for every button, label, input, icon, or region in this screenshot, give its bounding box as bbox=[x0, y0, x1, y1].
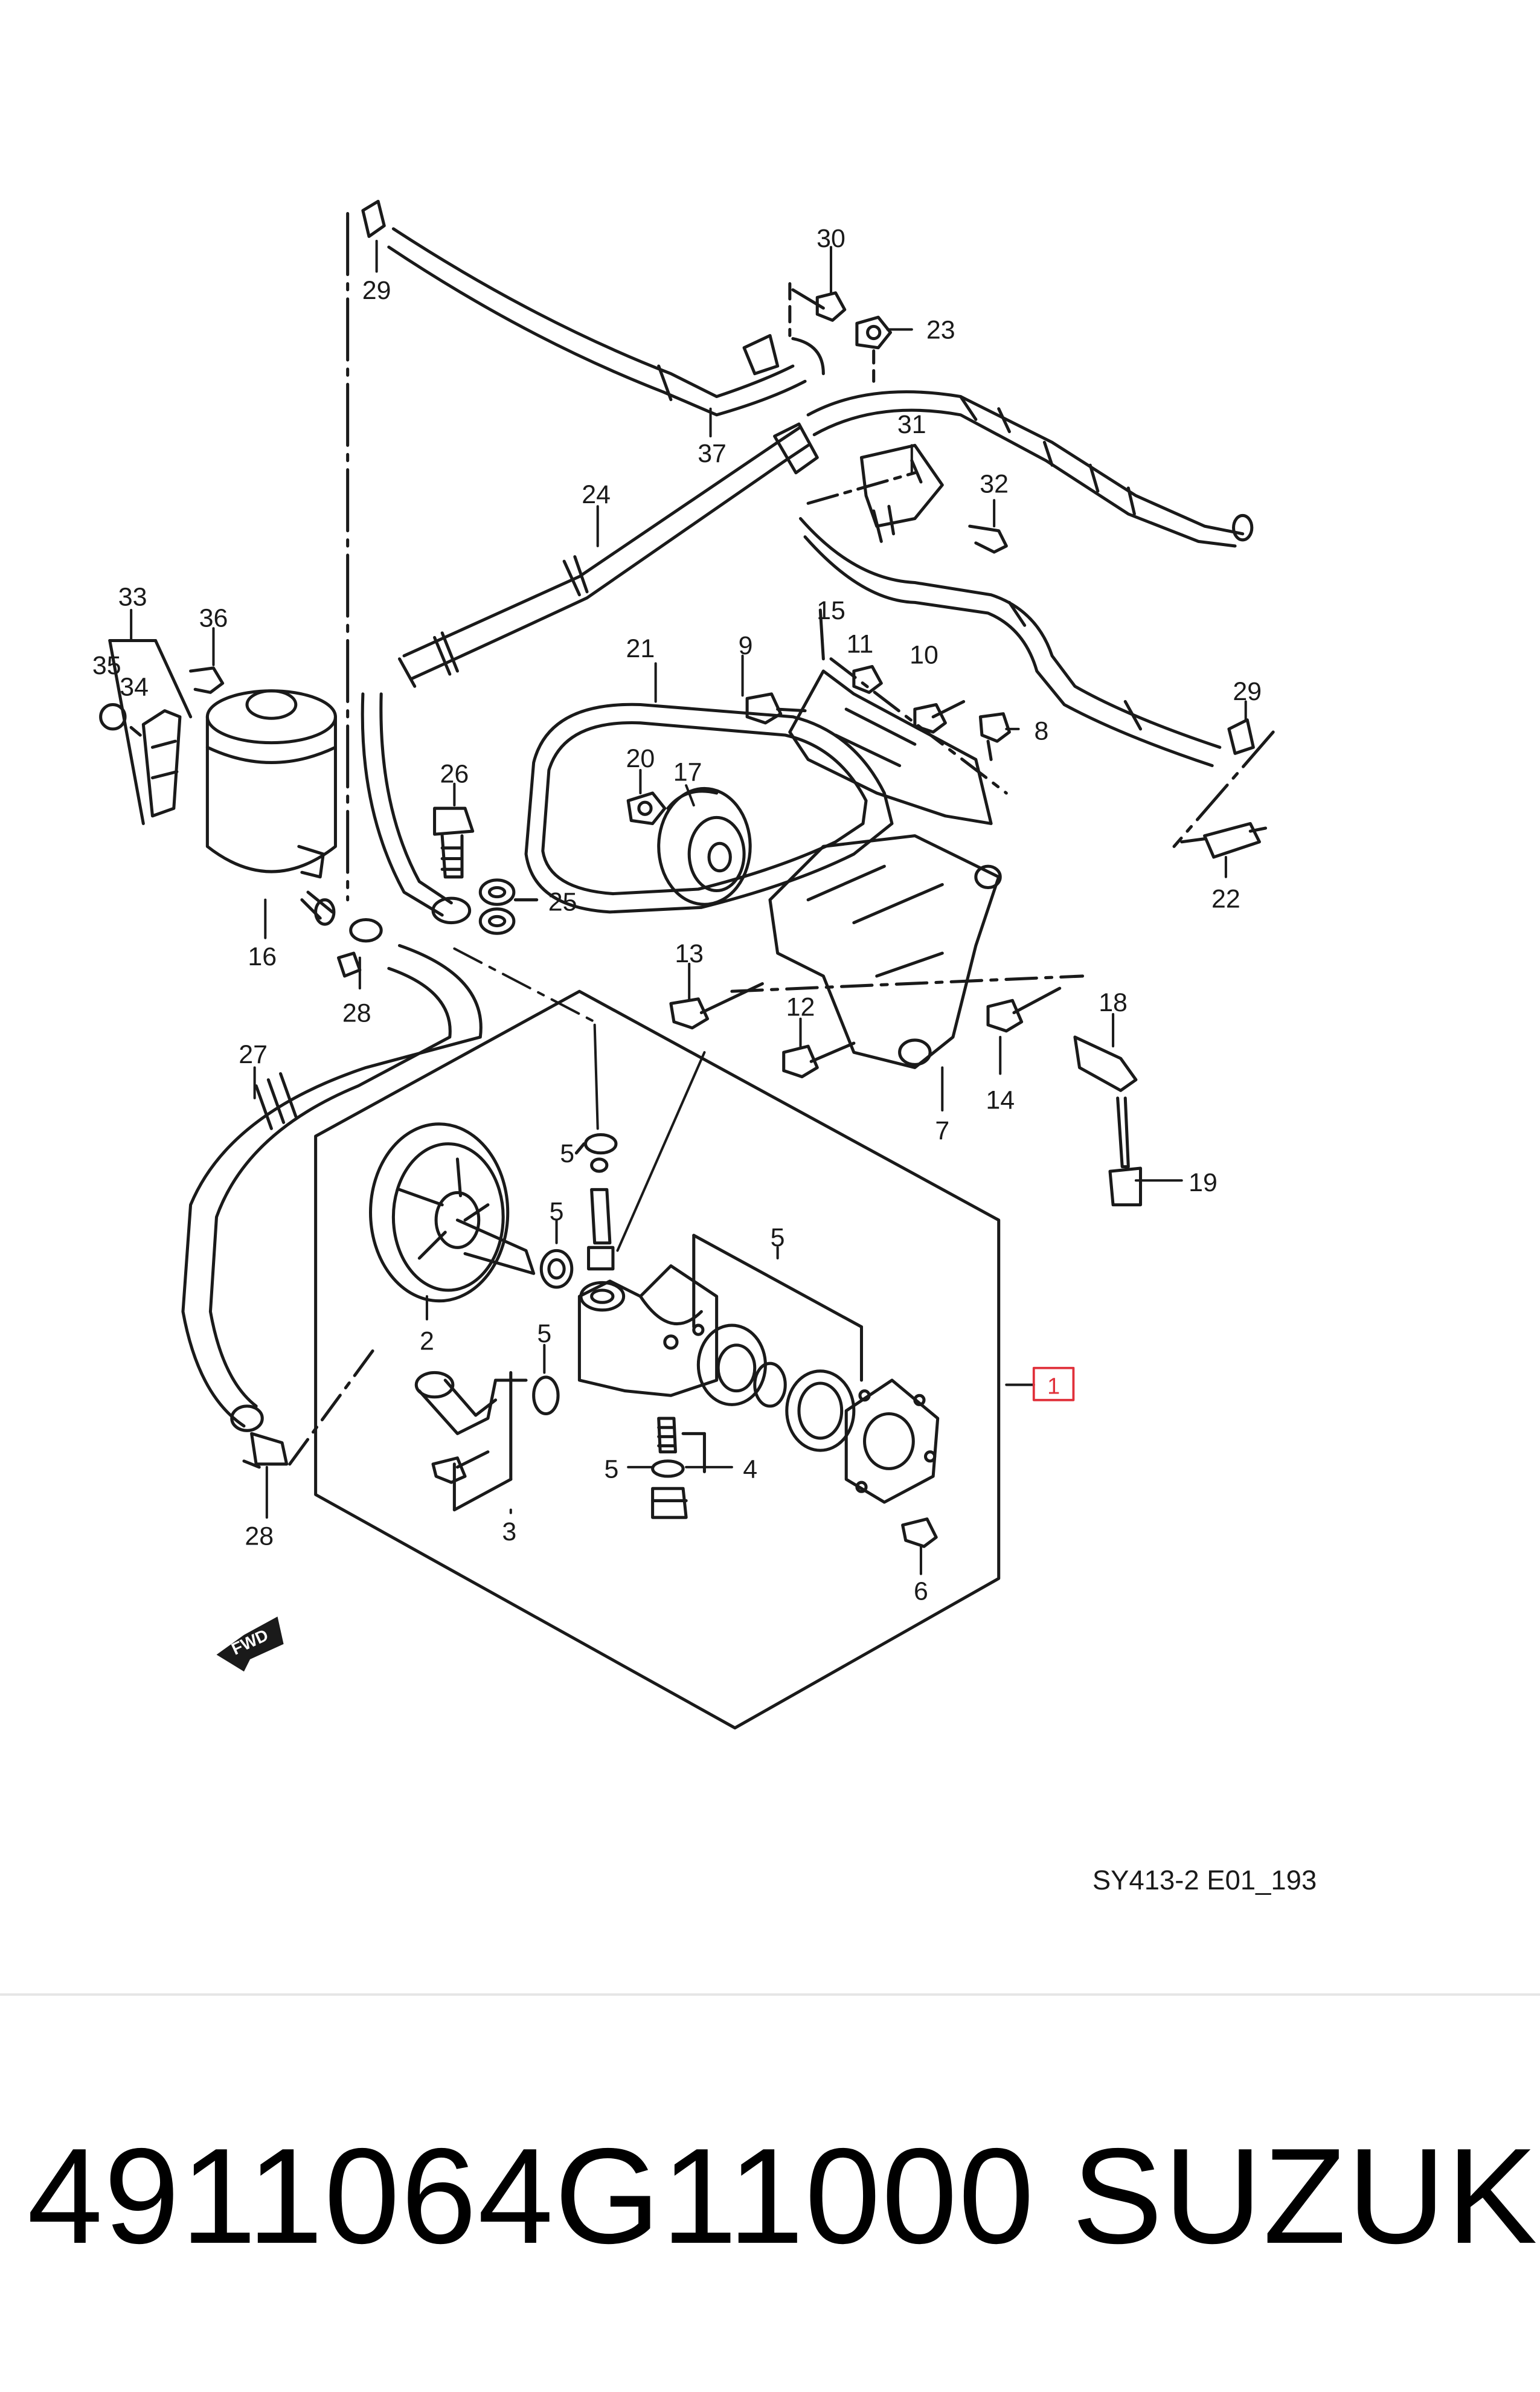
pump-pulley-2 bbox=[368, 1122, 574, 1303]
callout-22[interactable]: 22 bbox=[1211, 884, 1240, 913]
callout-3[interactable]: 3 bbox=[502, 1517, 516, 1546]
pump-body bbox=[577, 1264, 719, 1397]
pump-mount-bracket-7 bbox=[669, 834, 1143, 1207]
callout-2[interactable]: 2 bbox=[420, 1326, 434, 1355]
callout-15[interactable]: 15 bbox=[817, 596, 845, 625]
callout-31[interactable]: 31 bbox=[897, 410, 926, 439]
callout-33[interactable]: 33 bbox=[118, 582, 147, 611]
callout-36[interactable]: 36 bbox=[199, 604, 228, 633]
drive-belt-21 bbox=[524, 702, 894, 914]
parts-diagram-panel: FWD 30 23 29 37 31 32 24 33 36 35 34 15 … bbox=[92, 199, 1317, 1896]
callout-5-upper[interactable]: 5 bbox=[560, 1139, 574, 1168]
callout-5-key[interactable]: 5 bbox=[550, 1197, 564, 1226]
drawing-code: SY413-2 E01_193 bbox=[1092, 1865, 1317, 1895]
cartridge-kit bbox=[692, 1233, 864, 1452]
reservoir-tank bbox=[205, 689, 337, 926]
callout-37[interactable]: 37 bbox=[698, 439, 727, 468]
callout-9[interactable]: 9 bbox=[739, 631, 753, 660]
callout-19[interactable]: 19 bbox=[1189, 1168, 1218, 1197]
callout-5-kit[interactable]: 5 bbox=[771, 1223, 785, 1252]
callout-29-top[interactable]: 29 bbox=[362, 276, 391, 305]
suction-connector-3 bbox=[414, 1371, 560, 1512]
leader-lines bbox=[130, 239, 1247, 1575]
union-bolt-26 bbox=[433, 806, 475, 879]
hose-clamp-29-right bbox=[1172, 718, 1275, 848]
forward-arrow-icon: FWD bbox=[216, 1616, 284, 1672]
high-pressure-hose-right bbox=[806, 390, 1254, 548]
part-number-caption: 4911064G11000 bbox=[27, 2120, 1036, 2272]
flow-control-valve-4 bbox=[651, 1416, 706, 1519]
callout-1[interactable]: 1 bbox=[1047, 1374, 1060, 1400]
return-pipe-right bbox=[798, 516, 1222, 768]
callout-18[interactable]: 18 bbox=[1099, 988, 1128, 1017]
pump-bracket-15 bbox=[745, 608, 1011, 825]
power-steering-exploded-diagram: FWD 30 23 29 37 31 32 24 33 36 35 34 15 … bbox=[92, 199, 1317, 1895]
callout-29-right[interactable]: 29 bbox=[1233, 677, 1262, 706]
callout-10[interactable]: 10 bbox=[910, 640, 938, 669]
callout-8[interactable]: 8 bbox=[1034, 717, 1048, 746]
callout-32[interactable]: 32 bbox=[980, 470, 1009, 499]
callout-13[interactable]: 13 bbox=[675, 939, 704, 968]
hose-clamp-29-top bbox=[346, 199, 386, 902]
callout-27[interactable]: 27 bbox=[239, 1040, 268, 1069]
callout-35[interactable]: 35 bbox=[92, 651, 121, 680]
callout-12[interactable]: 12 bbox=[786, 993, 815, 1022]
pump-rear-cover bbox=[844, 1378, 940, 1548]
callout-21[interactable]: 21 bbox=[626, 634, 655, 663]
pressure-pipe-24 bbox=[361, 422, 819, 925]
pressure-switch-22 bbox=[1180, 821, 1268, 859]
callout-20[interactable]: 20 bbox=[626, 744, 655, 773]
callout-25[interactable]: 25 bbox=[548, 887, 577, 916]
callout-24[interactable]: 24 bbox=[582, 480, 611, 509]
gasket-25 bbox=[478, 878, 539, 935]
callout-6[interactable]: 6 bbox=[914, 1577, 928, 1606]
callout-30[interactable]: 30 bbox=[817, 224, 845, 253]
callout-14[interactable]: 14 bbox=[986, 1086, 1015, 1115]
suction-hose-27 bbox=[181, 944, 483, 1432]
pipe-bracket-31 bbox=[806, 443, 1008, 554]
callout-23[interactable]: 23 bbox=[926, 316, 955, 345]
panel-divider bbox=[0, 1993, 1540, 1996]
callout-labels: 30 23 29 37 31 32 24 33 36 35 34 15 11 1… bbox=[92, 224, 1262, 1606]
brand-caption: SUZUKI bbox=[1072, 2120, 1540, 2272]
hose-clamp-28-lower bbox=[242, 1348, 376, 1469]
bolt-30 bbox=[788, 282, 847, 338]
callout-28-upper[interactable]: 28 bbox=[342, 999, 371, 1028]
callout-16[interactable]: 16 bbox=[248, 942, 277, 971]
callout-11[interactable]: 11 bbox=[847, 630, 874, 659]
callout-4[interactable]: 4 bbox=[743, 1455, 757, 1484]
reservoir-bracket bbox=[99, 638, 225, 825]
idler-pulley-17 bbox=[657, 786, 752, 906]
o-ring-set-5 bbox=[574, 1133, 618, 1271]
callout-5-oring[interactable]: 5 bbox=[537, 1319, 551, 1348]
callout-34[interactable]: 34 bbox=[120, 672, 149, 701]
pump-assembly-outline bbox=[314, 989, 1001, 1730]
callout-5-valve[interactable]: 5 bbox=[604, 1455, 618, 1484]
callout-7[interactable]: 7 bbox=[935, 1116, 949, 1145]
spacer-20 bbox=[626, 791, 667, 825]
return-hose-37 bbox=[387, 227, 825, 417]
callout-28-lower[interactable]: 28 bbox=[245, 1522, 274, 1551]
nut-23 bbox=[855, 315, 892, 383]
callout-17[interactable]: 17 bbox=[673, 758, 702, 787]
callout-26[interactable]: 26 bbox=[440, 759, 469, 788]
part-1-highlight-box[interactable] bbox=[1032, 1366, 1075, 1401]
